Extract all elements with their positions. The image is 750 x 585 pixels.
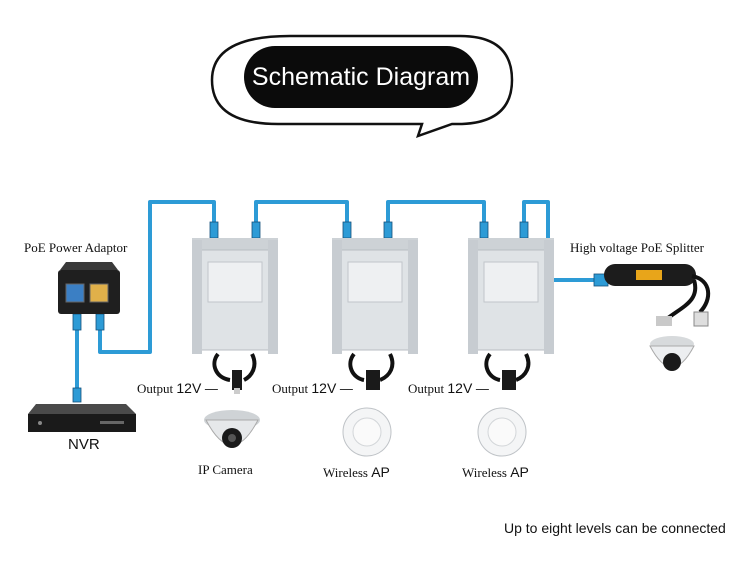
connector xyxy=(251,221,261,239)
wireless-ap-2-device xyxy=(477,407,527,457)
splitter-camera-device xyxy=(649,336,695,371)
page-title: Schematic Diagram xyxy=(244,46,478,108)
output-prefix: Output xyxy=(272,381,309,396)
footer-note: Up to eight levels can be connected xyxy=(504,520,726,536)
cable-adaptor-to-extender1 xyxy=(98,200,216,354)
wireless-ap-1-prefix: Wireless xyxy=(323,465,368,480)
ip-camera-device xyxy=(204,410,260,448)
wireless-ap-1-label: Wireless AP xyxy=(323,464,390,481)
wireless-ap-2-suffix: AP xyxy=(510,464,529,480)
poe-adaptor-label: PoE Power Adaptor xyxy=(24,240,128,255)
connector xyxy=(72,313,82,331)
cable-network xyxy=(75,200,598,392)
output-label-2: Output 12V — xyxy=(272,380,353,396)
wireless-ap-2-label: Wireless AP xyxy=(462,464,529,481)
cable-extender2-to-extender3 xyxy=(386,200,486,224)
extender-2 xyxy=(332,238,418,390)
output-prefix: Output xyxy=(137,381,174,396)
output-voltage: 12V xyxy=(311,380,337,396)
nvr-device xyxy=(28,404,136,432)
poe-adaptor-device xyxy=(58,262,120,314)
wireless-ap-2-prefix: Wireless xyxy=(462,465,507,480)
nvr-label: NVR xyxy=(68,436,100,453)
output-label-3: Output 12V — xyxy=(408,380,489,396)
wireless-ap-1-device xyxy=(342,407,392,457)
cable-extender1-to-extender2 xyxy=(254,200,349,224)
extender-3 xyxy=(468,238,554,390)
poe-splitter-device xyxy=(604,264,711,327)
extender-1 xyxy=(192,238,278,394)
connector xyxy=(209,221,219,239)
connector xyxy=(342,221,352,239)
output-voltage: 12V xyxy=(176,380,202,396)
output-prefix: Output xyxy=(408,381,445,396)
ip-camera-label: IP Camera xyxy=(198,462,253,477)
connector xyxy=(95,313,105,331)
splitter-label: High voltage PoE Splitter xyxy=(570,240,704,255)
wireless-ap-1-suffix: AP xyxy=(371,464,390,480)
cable-extender3-to-splitter xyxy=(522,200,598,282)
connector xyxy=(72,387,82,403)
output-voltage: 12V xyxy=(447,380,473,396)
connector xyxy=(479,221,489,239)
connector xyxy=(519,221,529,239)
output-label-1: Output 12V — xyxy=(137,380,218,396)
connector xyxy=(383,221,393,239)
